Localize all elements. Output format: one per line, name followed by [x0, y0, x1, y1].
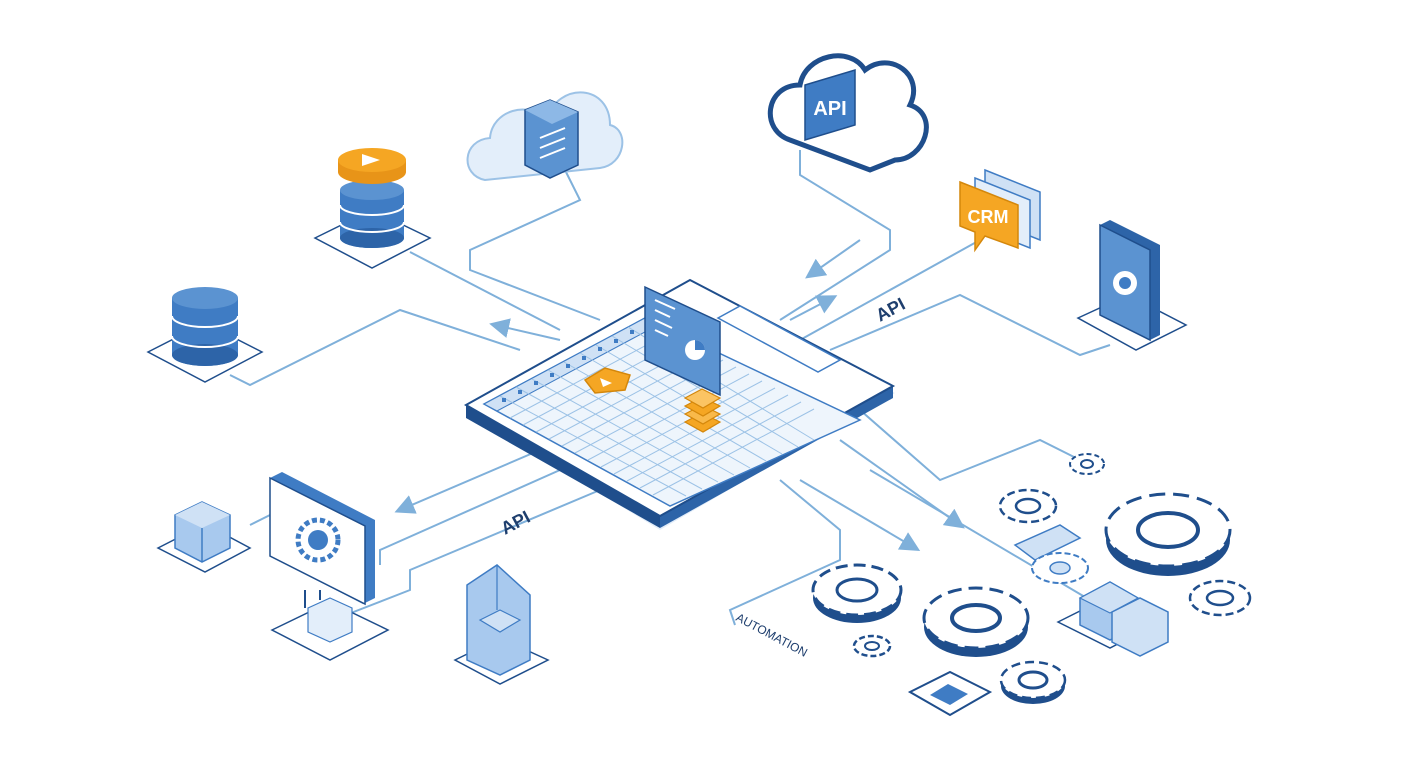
api-cloud-icon: API — [767, 53, 929, 173]
stack-icon — [683, 388, 722, 433]
cloud-api-label: API — [813, 98, 846, 120]
settings-monitor-icon — [269, 472, 390, 661]
crm-chat-icon: CRM — [959, 168, 1041, 253]
gear-icon-small-2 — [999, 660, 1067, 704]
api-label-bottom: API — [497, 507, 533, 539]
gear-icon-automation-1 — [811, 563, 903, 623]
gear-icon-small-1 — [852, 634, 892, 658]
gear-icon-automation-2 — [922, 586, 1030, 657]
gear-icon-large — [1104, 492, 1232, 576]
crm-label: CRM — [968, 207, 1009, 227]
package-icon — [453, 564, 550, 685]
gear-icon-small-4 — [1069, 453, 1105, 475]
chart-panel-icon — [644, 285, 721, 397]
server-stack-icon — [1056, 581, 1169, 657]
api-label-top: API — [872, 294, 908, 326]
mechanism-icon — [1013, 524, 1089, 584]
connector-lines — [229, 150, 1111, 626]
gear-icon-small-3 — [998, 488, 1058, 524]
database-left-icon — [146, 287, 264, 383]
home-tag-icon — [907, 670, 993, 717]
automation-label: AUTOMATION — [734, 610, 810, 659]
gear-icon-small-5 — [1188, 579, 1252, 617]
database-icon — [313, 148, 432, 269]
mobile-device-icon — [1076, 220, 1188, 351]
tag-icon — [583, 367, 631, 394]
spreadsheet-hub-icon — [463, 278, 896, 530]
cloud-server-icon — [466, 91, 624, 182]
cube-icon — [156, 501, 252, 573]
